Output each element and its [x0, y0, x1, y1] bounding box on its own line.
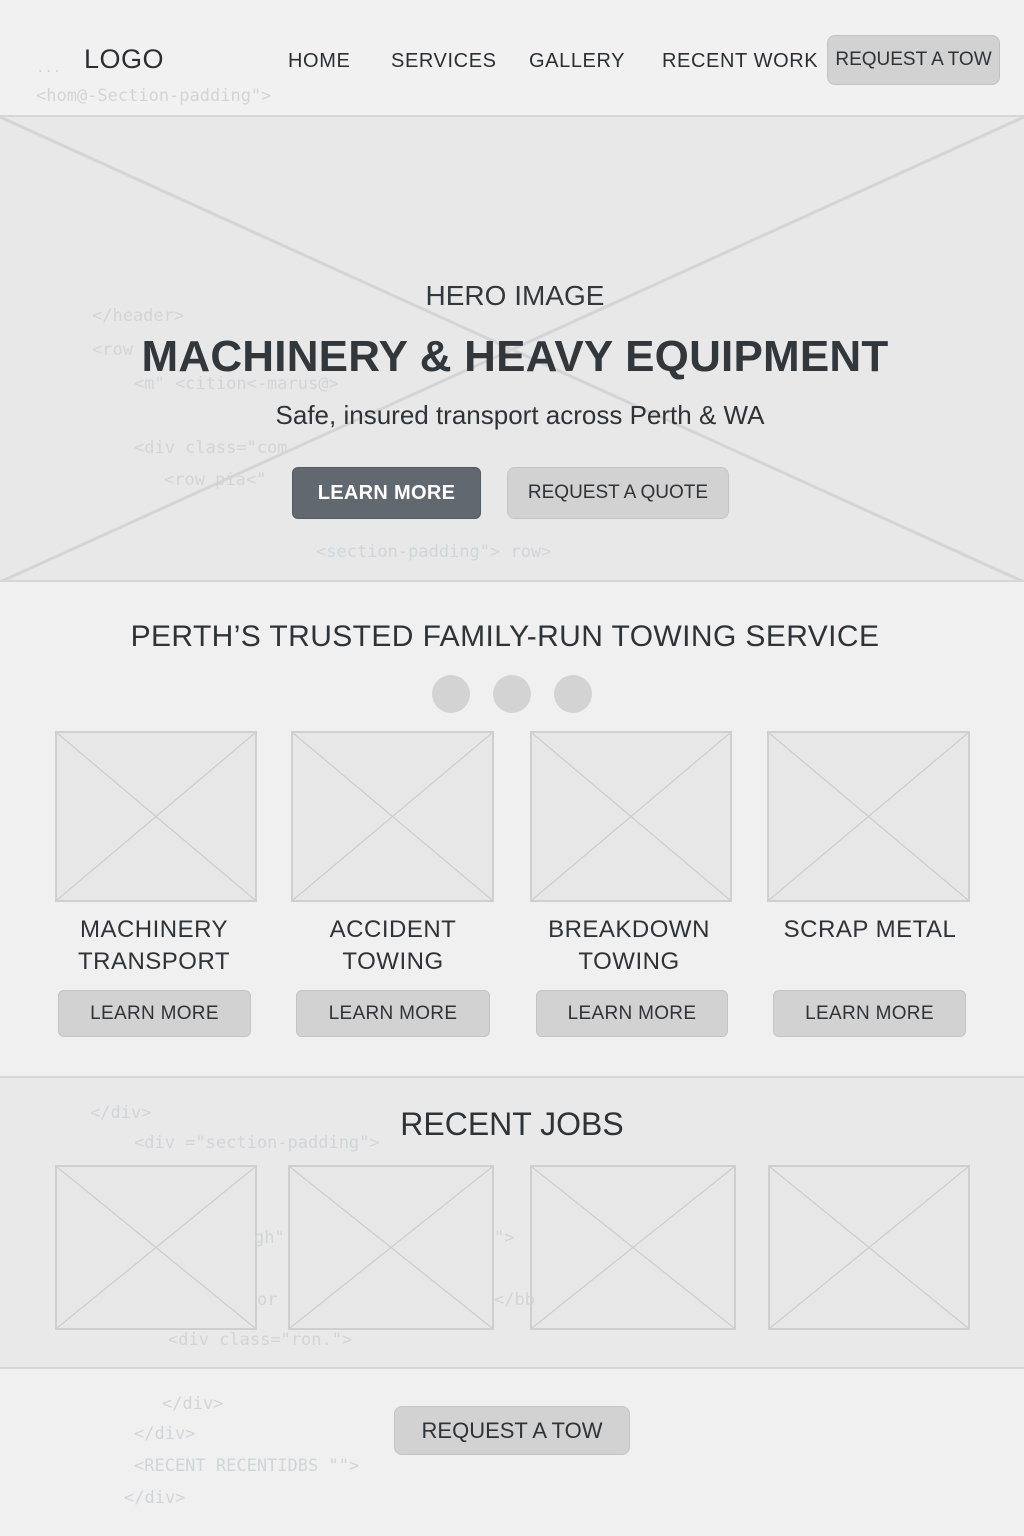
request-tow-button-header[interactable]: REQUEST A TOW [827, 35, 1000, 85]
code-fragment: <row pia<" [164, 470, 267, 490]
nav-recent-work[interactable]: RECENT WORK [662, 50, 819, 72]
learn-more-scrap-button[interactable]: LEARN MORE [773, 990, 966, 1037]
carousel-dot[interactable] [493, 675, 531, 713]
logo[interactable]: LOGO [84, 44, 165, 74]
code-fragment: </header> [92, 306, 185, 326]
hero-image-label: HERO IMAGE [425, 280, 605, 311]
service-image-placeholder [767, 731, 970, 902]
services-heading: PERTH’S TRUSTED FAMILY-RUN TOWING SERVIC… [130, 620, 880, 653]
code-fragment: or [257, 1290, 278, 1310]
learn-more-breakdown-button[interactable]: LEARN MORE [536, 990, 728, 1037]
service-title-machinery-transport: MACHINERY TRANSPORT [77, 916, 231, 975]
code-fragment: gh" [254, 1228, 285, 1248]
code-fragment: </div> [124, 1488, 186, 1508]
code-fragment: </div> [134, 1424, 196, 1444]
recent-job-image-placeholder[interactable] [530, 1165, 736, 1330]
service-image-placeholder [530, 731, 732, 902]
code-fragment: <section-padding"> row> [316, 542, 552, 562]
service-title-accident-towing: ACCIDENT TOWING [329, 916, 457, 975]
code-fragment: </bb [494, 1290, 535, 1310]
recent-job-image-placeholder[interactable] [768, 1165, 970, 1330]
hero-section: HERO IMAGE MACHINERY & HEAVY EQUIPMENT S… [0, 117, 1024, 582]
recent-jobs-heading: RECENT JOBS [400, 1106, 624, 1142]
recent-job-image-placeholder[interactable] [288, 1165, 494, 1330]
service-title-breakdown-towing: BREAKDOWN TOWING [548, 916, 710, 975]
site-header: LOGO HOME SERVICES GALLERY RECENT WORK R… [0, 0, 1024, 117]
carousel-dot[interactable] [554, 675, 592, 713]
service-image-placeholder [55, 731, 257, 902]
nav-services[interactable]: SERVICES [391, 50, 497, 72]
code-fragment: <div class="com [134, 438, 288, 458]
carousel-dot[interactable] [432, 675, 470, 713]
learn-more-button[interactable]: LEARN MORE [292, 467, 481, 519]
code-fragment: <row [92, 340, 133, 360]
hero-title: MACHINERY & HEAVY EQUIPMENT [141, 332, 889, 381]
code-fragment: <hom@-Section-padding"> [36, 86, 272, 106]
request-quote-button[interactable]: REQUEST A QUOTE [507, 467, 729, 519]
hero-image-placeholder [0, 117, 1024, 580]
service-image-placeholder [291, 731, 494, 902]
code-fragment: <div ="section-padding"> [134, 1133, 380, 1153]
nav-gallery[interactable]: GALLERY [529, 50, 626, 72]
nav-home[interactable]: HOME [288, 50, 351, 72]
code-fragment: <RECENT RECENTIDBS ""> [134, 1456, 360, 1476]
code-fragment: <div class="ron."> [168, 1330, 353, 1350]
learn-more-accident-button[interactable]: LEARN MORE [296, 990, 490, 1037]
request-tow-button-footer[interactable]: REQUEST A TOW [394, 1406, 630, 1455]
code-fragment: ... [36, 60, 62, 76]
code-fragment: </div> [162, 1394, 224, 1414]
hero-subtitle: Safe, insured transport across Perth & W… [275, 400, 765, 430]
learn-more-machinery-button[interactable]: LEARN MORE [58, 990, 251, 1037]
recent-job-image-placeholder[interactable] [55, 1165, 257, 1330]
service-title-scrap-metal: SCRAP METAL [783, 916, 957, 943]
code-fragment: "> [494, 1228, 515, 1248]
code-fragment: </div> [90, 1103, 152, 1123]
code-fragment: <m" <cition<-marus@> [134, 374, 339, 394]
